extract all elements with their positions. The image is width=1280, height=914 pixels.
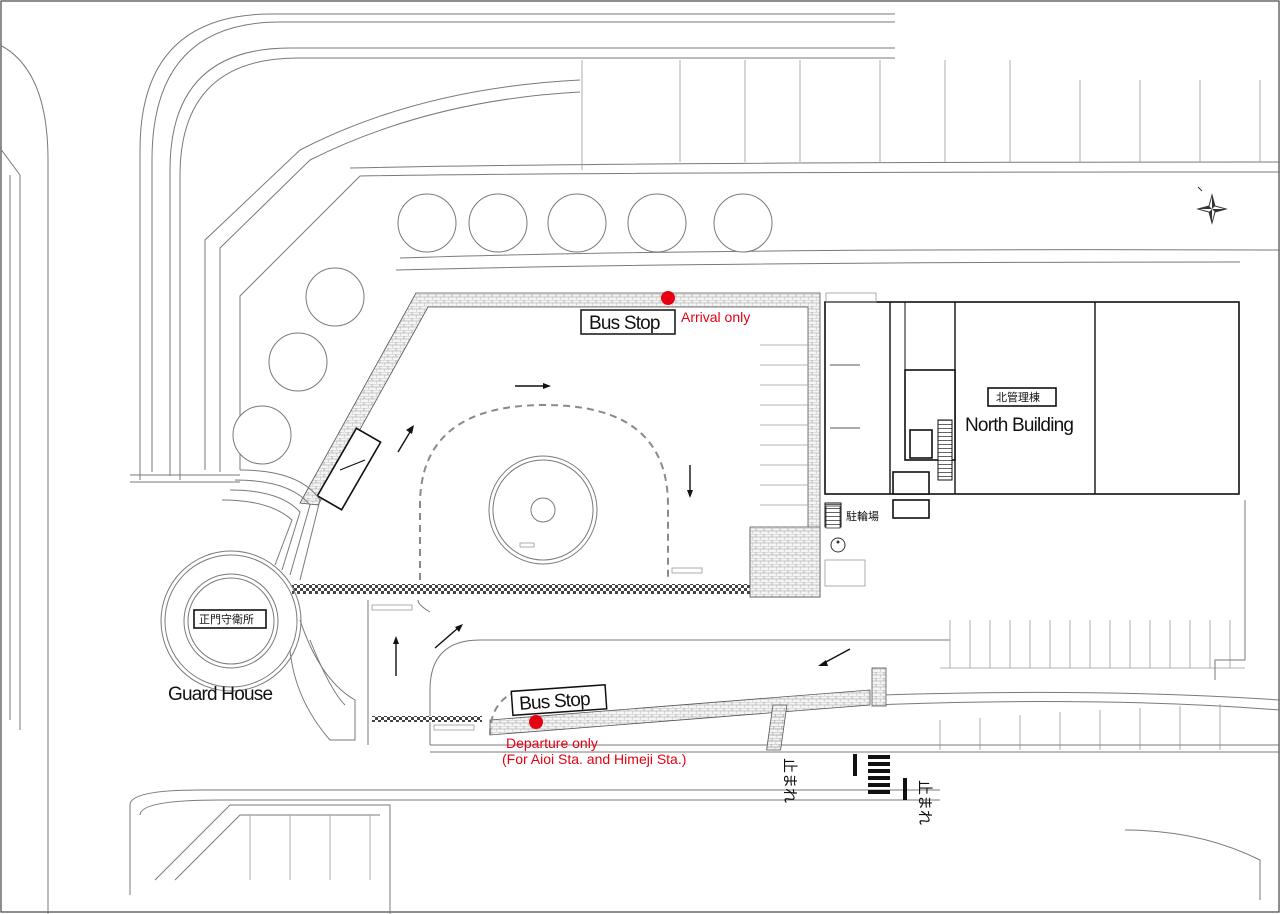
compass-rose-icon (1196, 186, 1228, 225)
bus-stop-south-label: Bus Stop (518, 689, 590, 715)
departure-only-label: Departure only (506, 735, 598, 751)
arrow-ne-icon (434, 624, 463, 649)
arrival-only-label: Arrival only (681, 309, 750, 325)
pedestrian-crossing (853, 754, 907, 800)
red-dot-icon (661, 291, 675, 305)
stop-marking-west: 止まれ (781, 758, 799, 803)
stop-marking-east: 止まれ (916, 780, 934, 825)
road-network (0, 13, 1280, 914)
north-building-label: North Building (965, 415, 1073, 436)
bus-stop-south-box (510, 684, 608, 717)
bus-stop-north-box (580, 309, 676, 335)
north-building-ja-label: 北管理棟 (996, 390, 1040, 404)
bicycle-parking-area (825, 505, 841, 529)
north-building (824, 292, 1240, 528)
red-dot-icon (529, 715, 543, 729)
arrow-north-icon (393, 636, 399, 676)
arrow-north-diag-icon (397, 425, 414, 453)
guard-house-label: Guard House (168, 684, 272, 705)
bus-rotary (292, 292, 821, 611)
wheelchair-icon (830, 537, 846, 553)
arrow-sw-icon (818, 648, 851, 666)
bus-stop-north-label: Bus Stop (589, 313, 660, 334)
arrow-east-icon (515, 383, 551, 389)
traffic-arrows (393, 383, 851, 676)
tree-row (232, 193, 773, 465)
guard-house-ja-label: 正門守衛所 (199, 612, 254, 626)
entry-lanes (367, 500, 1246, 751)
bicycle-parking-label: 駐輪場 (846, 509, 879, 523)
guard-house (160, 469, 356, 741)
arrow-south-icon (687, 465, 693, 498)
departure-note-label: (For Aioi Sta. and Himeji Sta.) (502, 751, 686, 767)
